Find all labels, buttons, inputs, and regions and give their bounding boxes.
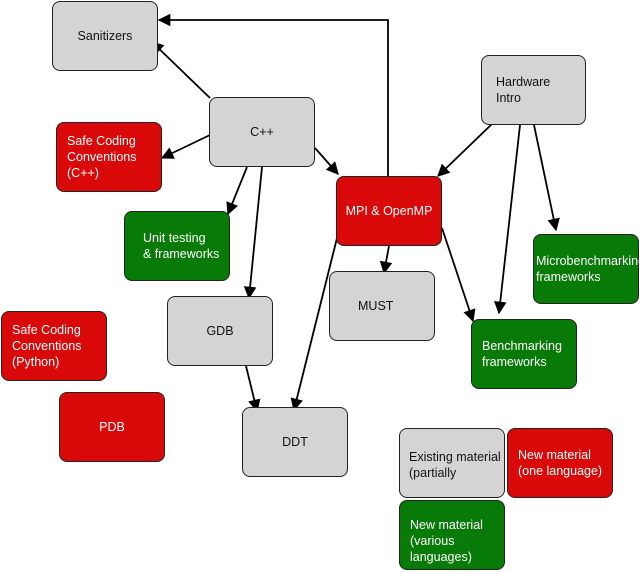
node-must-label: MUST [358,299,394,313]
node-mpi-openmp-label: MPI & OpenMP [345,204,433,218]
node-pdb: PDB [59,392,165,462]
node-benchmarking-label: Benchmarking frameworks [482,339,562,369]
legend-new-material-one-language: New material (one language) [507,428,613,498]
legend-new-material-various-languages: New material (various languages) [399,500,505,570]
node-safe-coding-cpp: Safe Coding Conventions (C++) [56,122,162,192]
edge-cpp-to-mpi [314,147,339,175]
edge-mpi-to-must [379,245,393,275]
node-unit-testing: Unit testing & frameworks [124,211,230,281]
node-safe-coding-cpp-label: Safe Coding Conventions (C++) [67,134,137,180]
node-safe-coding-python-label: Safe Coding Conventions (Python) [12,323,82,369]
legend-existing-material-label: Existing material (partially [409,450,501,480]
node-hardware-intro: Hardware Intro [481,55,586,125]
edge-hardware-to-microbenchmarking [533,124,560,232]
node-microbenchmarking-label: Microbenchmarking frameworks [536,254,641,284]
edge-cpp-to-gdb [243,166,263,300]
node-safe-coding-python: Safe Coding Conventions (Python) [1,311,107,381]
node-mpi-openmp: MPI & OpenMP [336,176,442,246]
edge-mpi-to-benchmarking [441,227,476,323]
edge-cpp-to-safe-cpp [160,134,211,159]
edge-hardware-to-benchmarking [493,124,521,315]
node-must: MUST [329,271,435,341]
node-ddt: DDT [242,407,348,477]
node-gdb-label: GDB [206,324,234,338]
node-pdb-label: PDB [99,420,125,434]
edge-mpi-to-sanitizers [157,13,389,176]
edge-mpi-to-ddt [290,225,341,412]
legend-existing-material: Existing material (partially [399,428,505,498]
node-sanitizers: Sanitizers [52,1,158,71]
edge-cpp-to-sanitizers [151,41,211,99]
node-microbenchmarking: Microbenchmarking frameworks [533,234,641,304]
node-unit-testing-label: Unit testing & frameworks [143,231,220,261]
node-cpp: C++ [209,97,315,167]
node-hardware-intro-label: Hardware Intro [496,75,551,105]
node-gdb: GDB [167,296,273,366]
edge-gdb-to-ddt [245,365,261,413]
edge-cpp-to-unit-testing [226,166,248,216]
node-sanitizers-label: Sanitizers [77,29,133,43]
node-ddt-label: DDT [282,435,308,449]
edge-hardware-to-mpi [437,122,494,177]
node-benchmarking: Benchmarking frameworks [471,319,577,389]
node-cpp-label: C++ [250,125,274,139]
legend-new-material-various-languages-label: New material (various languages) [410,518,483,564]
legend-new-material-one-language-label: New material (one language) [518,448,603,478]
